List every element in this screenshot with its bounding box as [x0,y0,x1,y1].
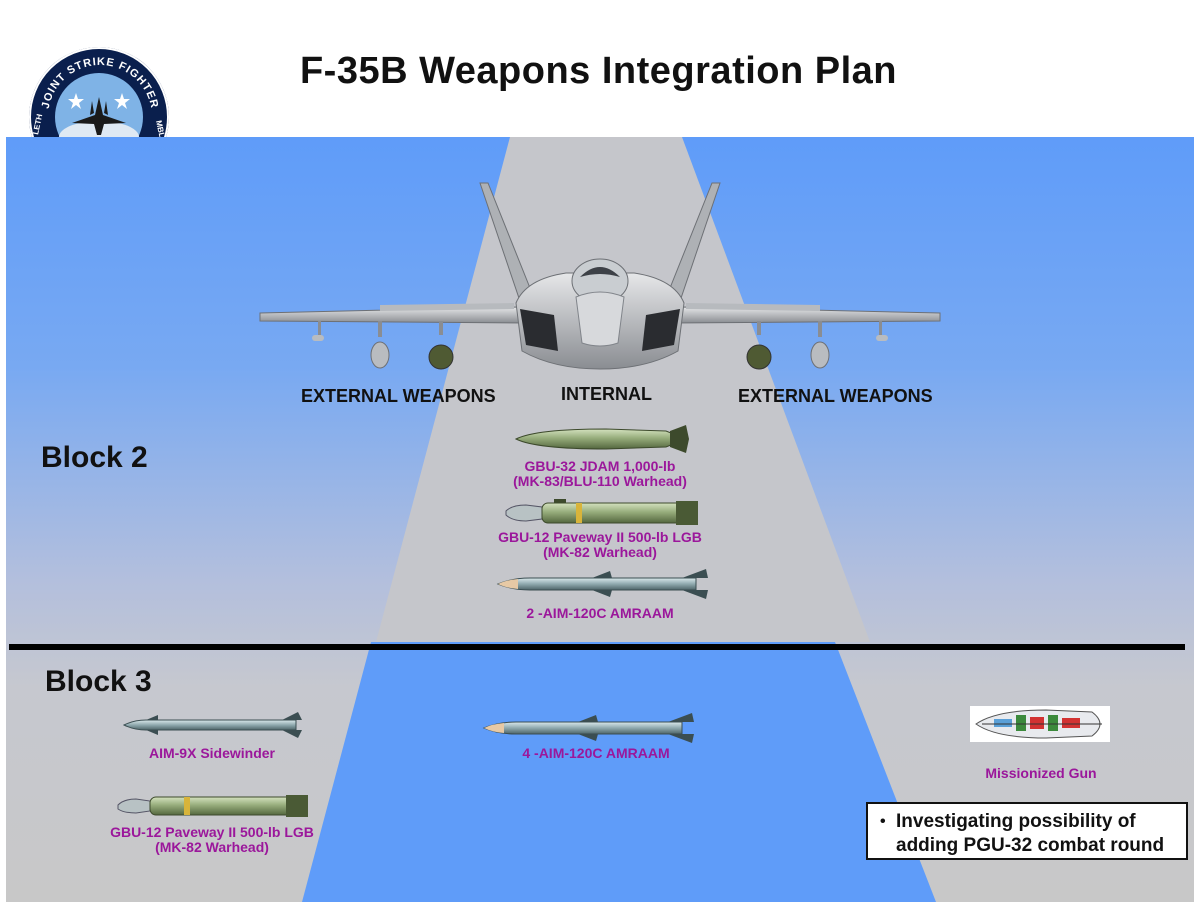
internal-funnel-lower [302,642,936,902]
gbu12-block2-label: GBU-12 Paveway II 500-lb LGB (MK-82 Warh… [450,530,750,560]
stage-graphics [9,137,1185,902]
gbu12-block3-label: GBU-12 Paveway II 500-lb LGB (MK-82 Warh… [92,825,332,855]
aim9x-label: AIM-9X Sidewinder [148,745,276,761]
note-bullet: • [880,813,886,830]
f35b-aircraft [259,182,941,370]
jsf-logo: JOINT STRIKE FIGHTER LETH MBLE [26,45,172,137]
note-line-1: Investigating possibility of [896,811,1136,832]
gbu12-block2-label-line1: GBU-12 Paveway II 500-lb LGB [498,529,702,545]
pgu32-note-box: • Investigating possibility of adding PG… [866,802,1188,860]
note-line-2: adding PGU-32 combat round [896,835,1165,856]
gbu32-label-line1: GBU-32 JDAM 1,000-lb [524,458,676,474]
gbu32-jdam-image [514,425,689,453]
block-2-label: Block 2 [41,441,148,474]
gbu32-label-line2: (MK-83/BLU-110 Warhead) [513,473,687,489]
gbu12-block2-label-line2: (MK-82 Warhead) [543,544,657,560]
internal-label: INTERNAL [561,384,652,404]
external-weapons-right-label: EXTERNAL WEAPONS [738,386,933,406]
gbu12-block3-label-line1: GBU-12 Paveway II 500-lb LGB [110,824,314,840]
amraam-block2-label: 2 -AIM-120C AMRAAM [526,605,674,621]
logo-side-right: MBLE [154,120,168,137]
amraam-block3-label: 4 -AIM-120C AMRAAM [522,745,670,761]
gun-label: Missionized Gun [985,765,1097,781]
external-weapons-left-label: EXTERNAL WEAPONS [301,386,496,406]
logo-side-left: LETH [31,113,44,136]
page-title: F-35B Weapons Integration Plan [299,50,898,92]
weapons-stage: EXTERNAL WEAPONS INTERNAL EXTERNAL WEAPO… [6,137,1194,902]
gbu12-block3-label-line2: (MK-82 Warhead) [155,839,269,855]
aim9x-image [122,712,302,738]
block-divider [9,644,1185,650]
gun-pod-image [970,706,1110,742]
jsf-logo-emblem: JOINT STRIKE FIGHTER LETH MBLE [29,47,169,137]
block-3-label: Block 3 [45,665,152,698]
aim120c-block2-image [496,569,708,599]
gbu12-block2-image [505,499,698,525]
gbu12-block3-image [117,795,308,817]
aim120c-block3-image [482,713,694,743]
internal-funnel-upper [376,137,870,642]
gbu32-label: GBU-32 JDAM 1,000-lb (MK-83/BLU-110 Warh… [450,459,750,489]
